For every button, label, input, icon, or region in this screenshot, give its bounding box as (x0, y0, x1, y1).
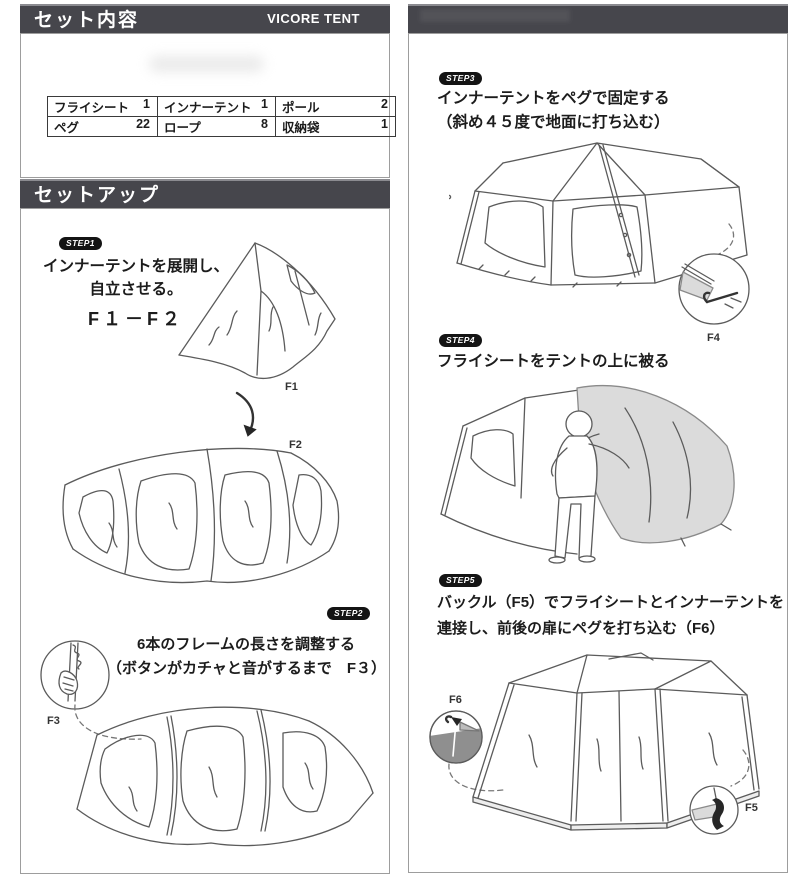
setup-panel-right: STEP3 インナーテントをペグで固定する （斜め４５度で地面に打ち込む） (408, 33, 788, 873)
f5-connector (730, 749, 750, 787)
step1-frame-refs: F１－F２ (88, 309, 184, 329)
step3-text: インナーテントをペグで固定する （斜め４５度で地面に打ち込む） (437, 90, 670, 131)
f6-label: F6 (449, 694, 462, 706)
faded-watermark (149, 56, 264, 72)
folded-tent-f1-illustration (178, 242, 336, 379)
f2-label: F2 (289, 439, 302, 451)
f4-connector (718, 223, 735, 255)
arrow-down-icon (235, 391, 257, 437)
brand-label: VICORE TENT (267, 11, 360, 26)
peg-in-ground-f6-inset (429, 710, 483, 764)
flysheet-draping-illustration (440, 385, 735, 564)
expanded-tent-f2-illustration (62, 447, 340, 584)
f4-label: F4 (707, 332, 720, 344)
step3-badge: STEP3 (439, 72, 482, 85)
step4-badge: STEP4 (439, 334, 482, 347)
step1-text: インナーテントを展開し、 自立させる。 F１－F２ (31, 255, 241, 331)
setup-title: セットアップ (34, 185, 161, 206)
setup-header-bar: セットアップ (20, 179, 390, 208)
set-contents-title: セット内容 (34, 10, 140, 31)
set-contents-header-bar: セット内容 VICORE TENT (20, 4, 390, 33)
setup-panel-left: STEP1 インナーテントを展開し、 自立させる。 F１－F２ F1 F2 (20, 208, 390, 874)
f3-connector (74, 704, 142, 740)
f6-connector (448, 763, 504, 792)
buckle-f5-inset (689, 785, 739, 835)
peg-45-degree-f4-inset (678, 253, 750, 325)
ghost-watermark (420, 9, 570, 22)
f5-label: F5 (745, 802, 758, 814)
step5-badge: STEP5 (439, 574, 482, 587)
step5-text: バックル（F5）でフライシートとインナーテントを 連接し、前後の扉にペグを打ち込… (437, 594, 785, 637)
step2-badge: STEP2 (327, 607, 370, 620)
step4-text: フライシートをテントの上に被る (437, 353, 670, 370)
right-header-bar (408, 4, 788, 33)
f3-label: F3 (47, 715, 60, 727)
step1-badge: STEP1 (59, 237, 102, 250)
pegged-inner-tent-illustration (449, 142, 748, 288)
frame-button-f3-inset (40, 640, 110, 710)
f1-label: F1 (285, 381, 298, 393)
step2-text: 6本のフレームの長さを調整する （ボタンがカチャと音がするまで F３） (107, 636, 387, 677)
adjusted-tent-illustration (76, 706, 374, 847)
